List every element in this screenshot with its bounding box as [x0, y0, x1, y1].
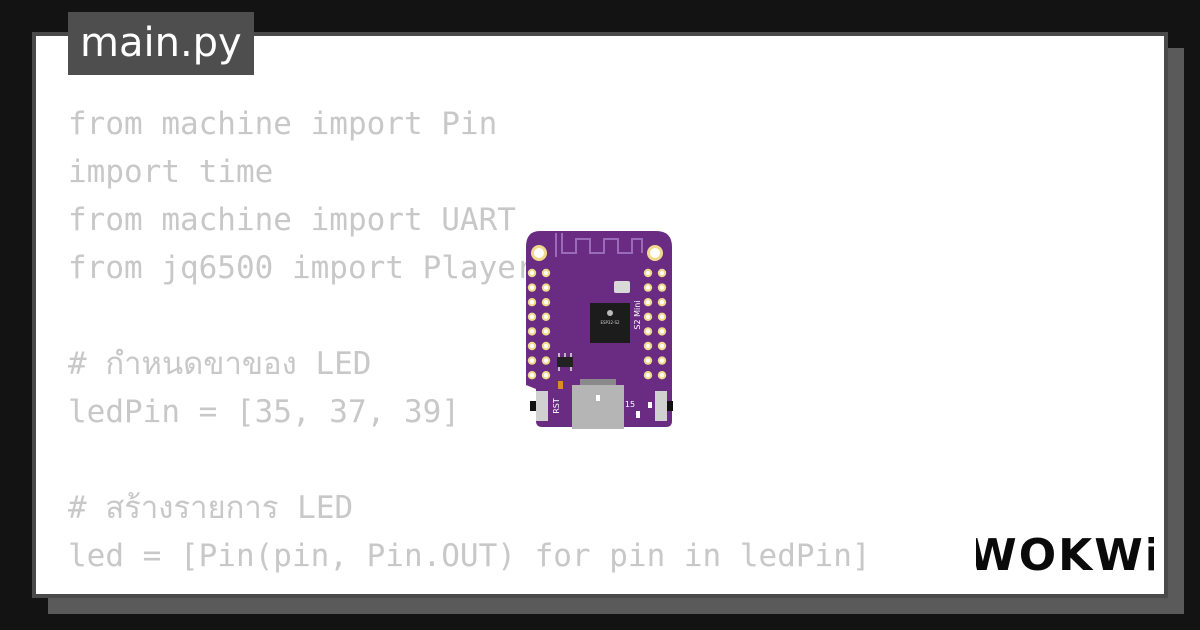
model-label: S2 Mini	[633, 300, 642, 329]
header-pin-hole	[543, 285, 549, 290]
header-pins-right	[643, 268, 667, 380]
code-line: # สร้างรายการ LED	[68, 490, 354, 526]
header-pins-left	[527, 268, 551, 380]
header-pin-hole	[529, 329, 535, 334]
esp32-chip	[590, 303, 630, 343]
esp32-s2-mini-board[interactable]: ESP32-S2 S2 Mini RST 15	[522, 229, 674, 429]
header-pin-hole	[529, 373, 535, 378]
led-component	[558, 381, 563, 389]
header-pin-hole	[529, 358, 535, 363]
header-pin-hole	[543, 358, 549, 363]
header-pin-hole	[659, 373, 665, 378]
chip-label: ESP32-S2	[600, 320, 620, 325]
header-pin-hole	[543, 270, 549, 276]
wokwi-logo: WOKWi	[976, 530, 1154, 580]
header-pin-hole	[645, 373, 651, 378]
code-line: from machine import UART	[68, 202, 516, 238]
code-line: from jq6500 import Player	[68, 250, 535, 286]
header-pin-hole	[529, 314, 535, 319]
wokwi-logo-text: WOKWi	[976, 530, 1154, 580]
header-pin-hole	[645, 358, 651, 363]
espressif-logo-icon	[607, 310, 613, 316]
header-pin-hole	[645, 314, 651, 319]
code-line: import time	[68, 154, 274, 190]
code-line: led = [Pin(pin, Pin.OUT) for pin in ledP…	[68, 538, 871, 574]
header-pin-hole	[645, 329, 651, 334]
header-pin-hole	[529, 343, 535, 349]
code-line: from machine import Pin	[68, 106, 498, 142]
header-pin-hole	[645, 270, 651, 276]
pin-15-label: 15	[625, 400, 635, 409]
file-tab-label: main.py	[80, 20, 242, 66]
header-pin-hole	[645, 300, 651, 305]
code-line	[68, 292, 871, 340]
header-pin-hole	[529, 285, 535, 290]
header-pin-hole	[659, 343, 665, 349]
header-pin-hole	[529, 300, 535, 305]
usb-c-connector	[572, 385, 624, 429]
header-pin-hole	[659, 329, 665, 334]
boot-button[interactable]	[655, 391, 667, 421]
code-block: from machine import Pin import time from…	[68, 100, 871, 580]
file-tab[interactable]: main.py	[68, 12, 254, 75]
header-pin-hole	[543, 329, 549, 334]
header-pin-hole	[543, 300, 549, 305]
header-pin-hole	[659, 285, 665, 290]
header-pin-hole	[529, 270, 535, 276]
header-pin-hole	[543, 343, 549, 349]
rst-button[interactable]	[536, 391, 548, 421]
header-pin-hole	[645, 285, 651, 290]
header-pin-hole	[659, 358, 665, 363]
header-pin-hole	[645, 343, 651, 349]
header-pin-hole	[543, 373, 549, 378]
header-pin-hole	[659, 300, 665, 305]
header-pin-hole	[659, 270, 665, 276]
header-pin-hole	[659, 314, 665, 319]
small-ic	[557, 357, 573, 367]
antenna-trace	[555, 233, 643, 257]
rst-label: RST	[552, 398, 561, 414]
code-line: ledPin = [35, 37, 39]	[68, 394, 460, 430]
code-line: # กำหนดขาของ LED	[68, 346, 372, 382]
header-pin-hole	[543, 314, 549, 319]
pad	[614, 281, 630, 293]
code-line	[68, 436, 871, 484]
